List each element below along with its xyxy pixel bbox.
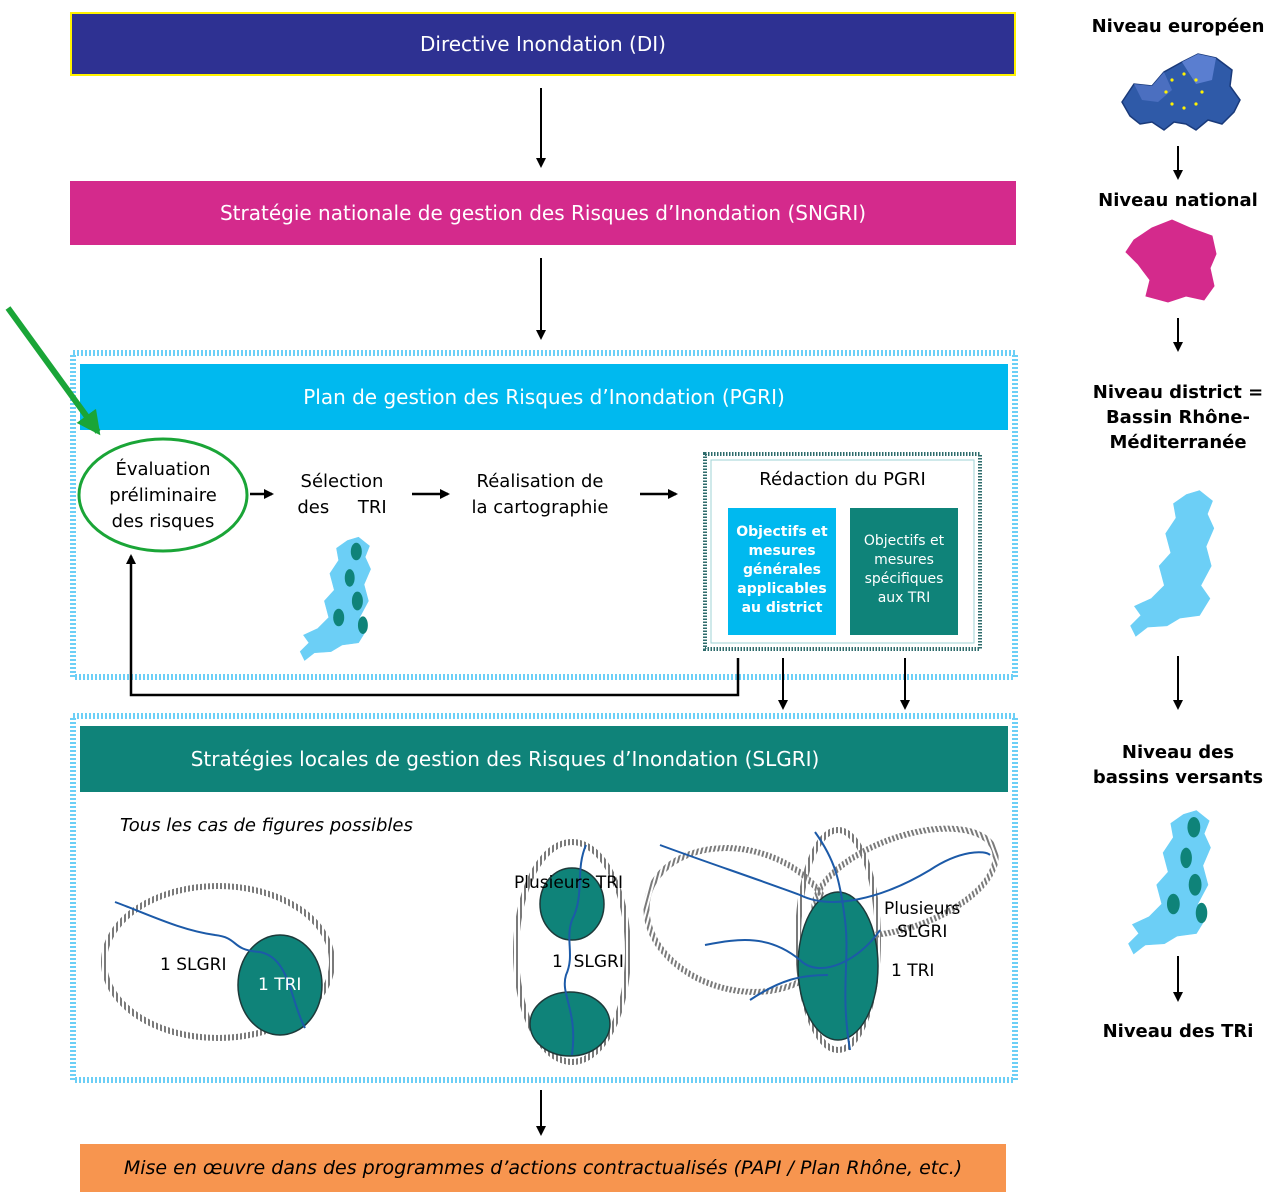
objectifs-generaux-box: [728, 508, 836, 635]
objectifs-specifiques-text: Objectifs et mesures spécifiques aux TRI: [863, 533, 945, 606]
case3-river-b: [814, 831, 851, 1051]
case2-river: [563, 844, 587, 1056]
objectifs-specifiques-box: [850, 508, 958, 635]
cases-heading: Tous les cas de figures possibles: [120, 815, 413, 836]
case3-river-a: [659, 844, 991, 903]
slgri-banner: [80, 726, 1008, 792]
evaluation-text: Évaluation préliminaire des risques: [109, 459, 217, 532]
pgri-banner: [80, 364, 1008, 430]
slgri-frame: [70, 713, 1018, 1083]
case2-tri-bottom: [529, 991, 611, 1057]
objectifs-generaux-text: Objectifs et mesures générales applicabl…: [736, 524, 828, 616]
bassins-map: [1128, 810, 1211, 955]
evaluation-ellipse: [77, 437, 249, 553]
green-indicator-arrow: [5, 306, 101, 436]
mise-label: Mise en œuvre dans des programmes d’acti…: [123, 1157, 963, 1179]
case1-slgri-label: 1 SLGRI: [160, 955, 227, 975]
europe-map: [1121, 53, 1241, 131]
case3-river-d: [749, 974, 829, 1001]
pgri-frame: [70, 350, 1018, 680]
case1-tri-ellipse: [237, 934, 323, 1036]
case3-slgri-ellipse-vertical: [795, 827, 881, 1053]
case3-river-c: [704, 929, 881, 970]
di-label: Directive Inondation (DI): [420, 32, 666, 56]
sngri-banner: Stratégie nationale de gestion des Risqu…: [70, 181, 1016, 245]
redaction-title: Rédaction du PGRI: [759, 469, 926, 490]
selection-text: Sélection des TRI: [297, 471, 387, 518]
pgri-banner-label: Plan de gestion des Risques d’Inondation…: [303, 385, 785, 409]
case1-tri-label: 1 TRI: [258, 975, 302, 995]
case2-tri-label: Plusieurs TRI: [514, 873, 624, 893]
case3-tri-ellipse: [797, 891, 879, 1041]
level-european: Niveau européen: [1091, 16, 1265, 37]
level-national: Niveau national: [1098, 190, 1258, 211]
case1-river: [114, 901, 306, 1029]
level-bassins: Niveau des bassins versants: [1092, 742, 1264, 788]
slgri-banner-label: Stratégies locales de gestion des Risque…: [190, 747, 820, 771]
case2-slgri-ellipse: [513, 839, 631, 1065]
case2-tri-top: [539, 867, 605, 941]
sngri-label: Stratégie nationale de gestion des Risqu…: [219, 201, 867, 225]
feedback-arrow: [126, 554, 740, 697]
district-map: [1130, 490, 1215, 637]
di-banner: Directive Inondation (DI): [70, 12, 1016, 76]
case3-slgri-label: Plusieurs SLGRI: [884, 899, 961, 942]
case1-slgri-ellipse: [101, 883, 335, 1041]
case2-slgri-label: 1 SLGRI: [552, 952, 624, 972]
level-tri: Niveau des TRi: [1102, 1021, 1254, 1042]
case3-tri-label: 1 TRI: [891, 961, 935, 981]
realisation-text: Réalisation de la cartographie: [471, 471, 609, 518]
mise-banner: Mise en œuvre dans des programmes d’acti…: [80, 1144, 1006, 1192]
france-map: [1125, 219, 1217, 303]
basin-map-selection: [299, 536, 371, 661]
level-district: Niveau district = Bassin Rhône- Méditerr…: [1092, 382, 1264, 453]
